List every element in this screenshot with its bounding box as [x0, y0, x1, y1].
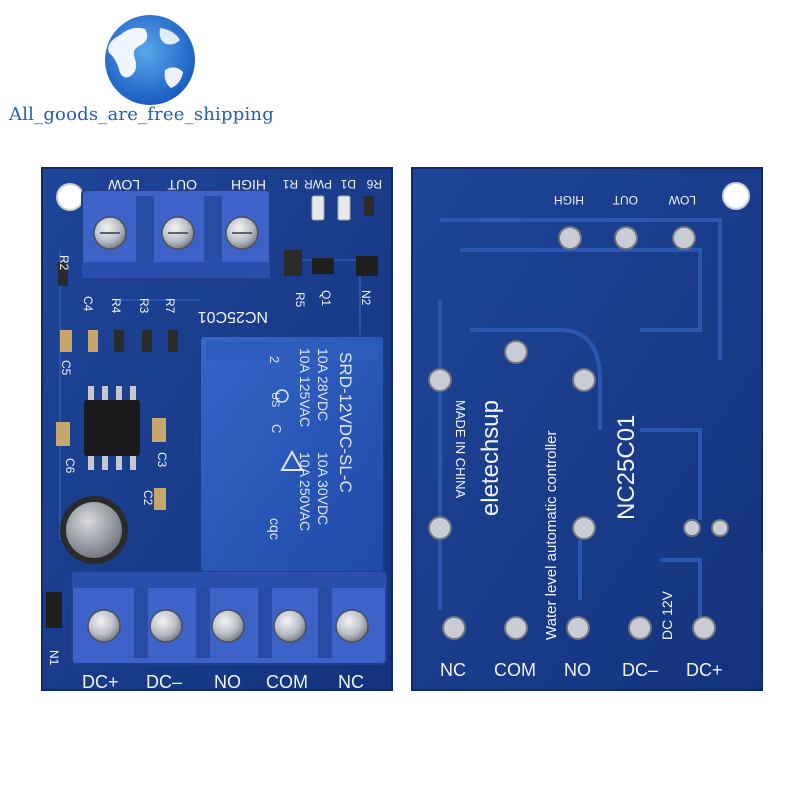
- relay-model: SRD-12VDC-SL-C: [336, 352, 355, 493]
- back-line1: Water level automatic controller: [543, 430, 560, 640]
- front-bottom-label-dcplus: DC+: [82, 672, 119, 692]
- label-r7: R7: [163, 298, 177, 314]
- electrolytic-capacitor: [60, 496, 128, 564]
- label-c2: C2: [141, 490, 155, 506]
- back-dc-label: DC 12V: [659, 590, 675, 640]
- screw: [87, 609, 121, 643]
- relay-pads: [428, 340, 729, 540]
- back-bottom-label-com: COM: [494, 660, 536, 680]
- front-bottom-label-no: NO: [214, 672, 241, 692]
- screw: [273, 609, 307, 643]
- front-top-label-high: HIGH: [231, 177, 266, 193]
- back-made-in: MADE IN CHINA: [453, 400, 468, 499]
- relay-cqc: cqc: [267, 518, 283, 540]
- screw: [335, 609, 369, 643]
- screw: [149, 609, 183, 643]
- back-bottom-label-dcplus: DC+: [686, 660, 723, 680]
- label-c6: C6: [63, 458, 77, 474]
- label-r5: R5: [293, 292, 307, 308]
- bottom-terminal-block: [71, 571, 387, 665]
- back-bottom-label-dcminus: DC–: [622, 660, 658, 680]
- relay-c-mark: C: [269, 424, 284, 433]
- label-r3: R3: [137, 298, 151, 314]
- front-bottom-label-nc: NC: [338, 672, 364, 692]
- relay-rating-2b: 10A 28VDC: [315, 348, 331, 421]
- back-bottom-pads: [442, 616, 716, 640]
- relay-rating-2a: 10A 125VAC: [297, 348, 313, 427]
- label-c4: C4: [81, 296, 95, 312]
- back-model: NC25C01: [613, 415, 640, 520]
- front-led-label-pwr: PWR: [304, 177, 332, 191]
- top-terminal-block: [81, 189, 271, 279]
- watermark-text: All_goods_are_free_shipping: [9, 104, 274, 125]
- back-top-pads: [558, 226, 696, 250]
- back-bottom-label-nc: NC: [440, 660, 466, 680]
- mounting-hole: [722, 182, 750, 210]
- relay-rating-1b: 10A 30VDC: [315, 452, 331, 525]
- front-top-label-low: LOW: [107, 177, 140, 193]
- front-led-label-r6: R6: [366, 177, 382, 191]
- label-n1: N1: [47, 650, 61, 666]
- relay-rating-1a: 10A 250VAC: [297, 452, 313, 531]
- label-c5: C5: [59, 360, 73, 376]
- front-bottom-label-com: COM: [266, 672, 308, 692]
- relay: 2 US C 10A 250VAC 10A 30VDC 10A 125VAC 1…: [199, 335, 385, 573]
- back-top-label-high: HIGH: [554, 193, 584, 207]
- label-q1: Q1: [319, 290, 333, 306]
- front-model: NC25C01: [198, 308, 268, 325]
- ic-chip: [84, 386, 140, 470]
- screw: [211, 609, 245, 643]
- label-c3: C3: [155, 452, 169, 468]
- relay-us: US: [269, 392, 281, 407]
- label-r4: R4: [109, 298, 123, 314]
- back-brand: eletechsup: [477, 400, 504, 516]
- back-top-label-low: LOW: [668, 193, 696, 207]
- relay-badge: 2: [267, 356, 282, 363]
- label-n2: N2: [359, 290, 373, 306]
- front-led-label-r1: R1: [282, 177, 298, 191]
- front-top-label-out: OUT: [167, 177, 197, 193]
- label-r2: R2: [57, 255, 71, 271]
- back-bottom-label-no: NO: [564, 660, 591, 680]
- front-bottom-label-dcminus: DC–: [146, 672, 182, 692]
- back-top-label-out: OUT: [612, 193, 638, 207]
- front-led-label-d1: D1: [340, 177, 356, 191]
